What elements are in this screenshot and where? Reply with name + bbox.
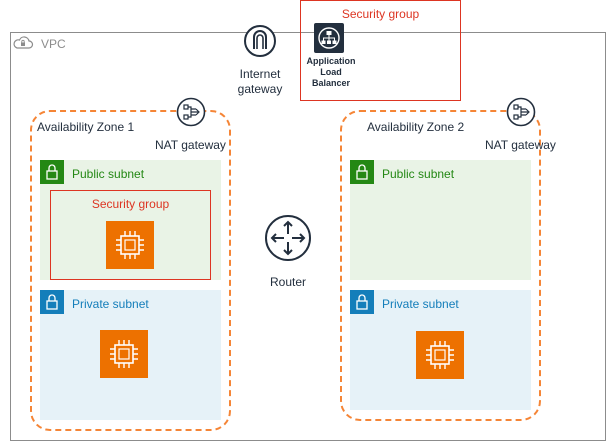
internet-gateway-label: Internet gateway [237,67,283,96]
vpc-label: VPC [41,37,66,51]
az2-label: Availability Zone 2 [367,120,465,134]
alb-label: Application Load Balancer [306,56,356,88]
ec2-instance-icon [416,331,464,379]
private-subnet-lock-icon [350,290,374,314]
load-balancer-icon [314,23,344,53]
router-label: Router [269,275,307,289]
ec2-instance-icon [106,221,154,269]
nat-gateway-icon [506,97,536,127]
cloud-lock-icon [13,36,34,49]
private-subnet-lock-icon [40,290,64,314]
az1-security-group [50,190,211,280]
internet-gateway-icon [244,25,276,57]
top-security-group [300,0,461,101]
az1-nat-gateway-label: NAT gateway [155,138,226,152]
az1-label: Availability Zone 1 [37,120,135,134]
nat-gateway-icon [176,97,206,127]
public-subnet-lock-icon [350,160,374,184]
availability-zone-1 [30,110,231,431]
router-icon [265,215,311,261]
az1-private-subnet-label: Private subnet [72,297,149,311]
az2-public-subnet [350,160,531,280]
az2-public-subnet-label: Public subnet [382,167,455,181]
availability-zone-2 [340,110,541,421]
public-subnet-lock-icon [40,160,64,184]
az1-security-group-label: Security group [91,197,170,211]
ec2-instance-icon [100,330,148,378]
top-security-group-label: Security group [341,7,420,21]
az2-nat-gateway-label: NAT gateway [485,138,556,152]
az1-public-subnet-label: Public subnet [72,167,145,181]
az2-private-subnet-label: Private subnet [382,297,459,311]
